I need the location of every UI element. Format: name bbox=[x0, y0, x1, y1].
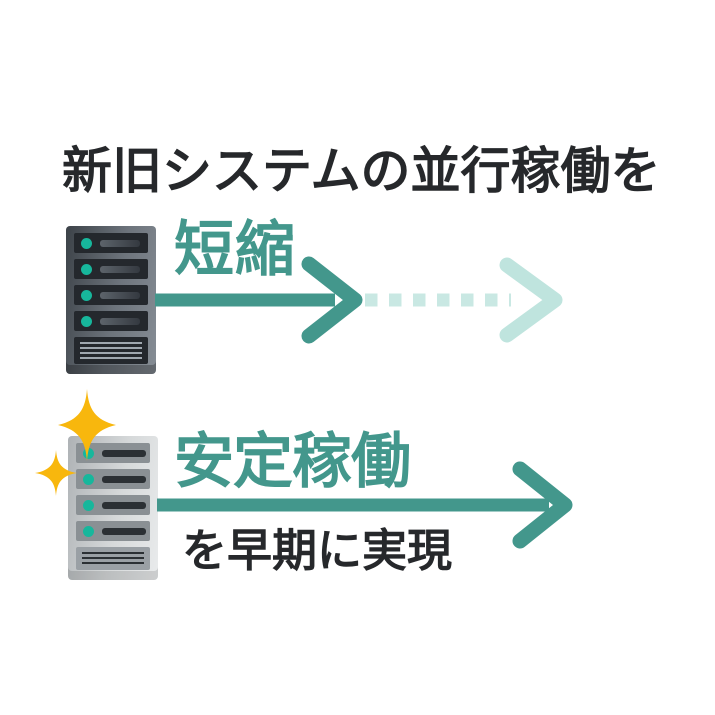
sparkle-icon-large bbox=[58, 389, 116, 461]
old-server-icon bbox=[66, 226, 156, 374]
drive-bar bbox=[102, 501, 146, 509]
server-slot bbox=[76, 443, 150, 463]
server-vent bbox=[76, 547, 150, 570]
vent-stripes bbox=[82, 552, 144, 565]
led-indicator bbox=[83, 499, 94, 511]
led-indicator bbox=[81, 289, 92, 301]
server-slot bbox=[74, 233, 148, 253]
diagram-title: 新旧システムの並行稼働を bbox=[62, 143, 661, 199]
early-realization-label: を早期に実現 bbox=[182, 525, 453, 576]
shorten-label: 短縮 bbox=[174, 216, 296, 283]
solid-arrow-right-icon bbox=[157, 461, 573, 549]
led-indicator bbox=[83, 447, 94, 459]
server-slot bbox=[76, 495, 150, 515]
server-slot bbox=[74, 259, 148, 279]
led-indicator bbox=[81, 263, 92, 275]
drive-bar bbox=[100, 265, 140, 273]
drive-bar bbox=[102, 449, 146, 457]
drive-bar bbox=[102, 527, 146, 535]
server-slot bbox=[74, 285, 148, 305]
vent-stripes bbox=[80, 342, 142, 359]
sparkle-icon-small bbox=[35, 450, 77, 496]
new-server-icon bbox=[68, 436, 158, 580]
led-indicator bbox=[83, 473, 94, 485]
led-indicator bbox=[81, 315, 92, 327]
led-indicator bbox=[83, 525, 94, 537]
server-slot bbox=[74, 311, 148, 331]
drive-bar bbox=[102, 475, 146, 483]
stable-operation-label: 安定稼働 bbox=[174, 428, 411, 495]
server-vent bbox=[74, 337, 148, 364]
drive-bar bbox=[100, 317, 140, 325]
server-slot bbox=[76, 521, 150, 541]
server-slot bbox=[76, 469, 150, 489]
drive-bar bbox=[100, 291, 140, 299]
led-indicator bbox=[81, 237, 92, 249]
dotted-arrow-right-icon bbox=[155, 256, 563, 344]
drive-bar bbox=[100, 239, 140, 247]
